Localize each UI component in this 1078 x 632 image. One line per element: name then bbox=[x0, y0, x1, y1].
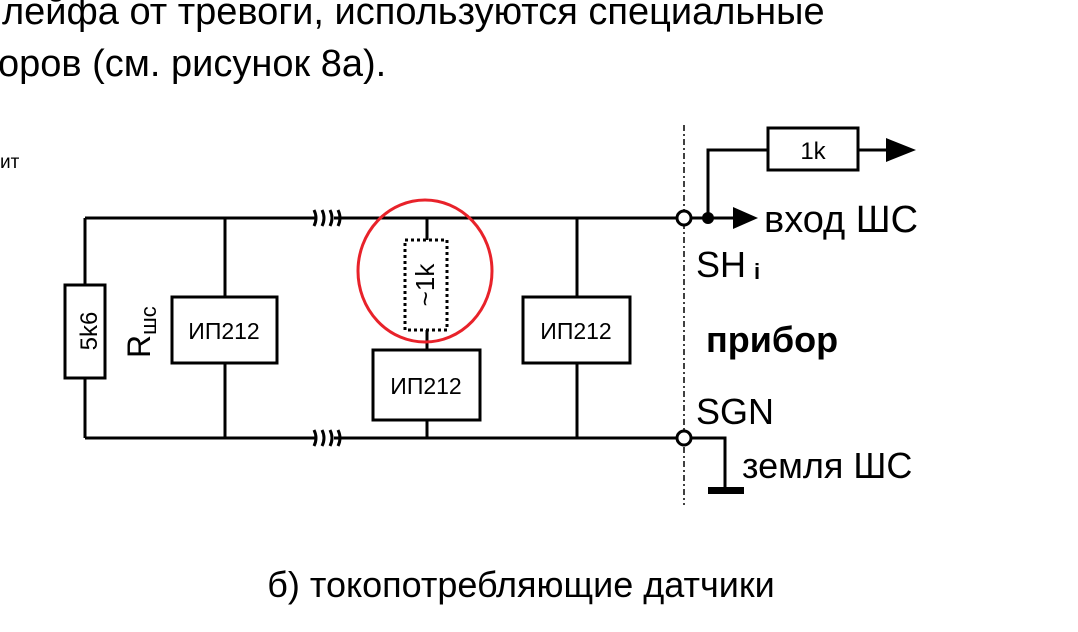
sensor-2-label: ИП212 bbox=[390, 373, 461, 399]
end-resistor: 5k6 Rшс bbox=[63, 218, 161, 438]
terminal-sgn-label: SGN bbox=[696, 391, 774, 432]
sensor-2: ~1k ИП212 bbox=[356, 198, 494, 438]
side-text-fragment: ит bbox=[0, 152, 20, 173]
arrow-icon bbox=[733, 207, 758, 229]
internal-resistor-value: ~1k bbox=[410, 263, 440, 307]
end-resistor-label: Rшс bbox=[121, 306, 161, 358]
internal-resistor bbox=[403, 238, 449, 332]
device-label: прибор bbox=[706, 319, 838, 360]
body-text-line-2: оров (см. рисунок 8а). bbox=[0, 43, 386, 85]
sensor-1: ИП212 bbox=[170, 218, 279, 438]
sensor-1-label: ИП212 bbox=[188, 318, 259, 344]
figure-caption: б) токопотребляющие датчики bbox=[267, 564, 774, 605]
terminal-sgn bbox=[675, 429, 693, 447]
sensor-3: ИП212 bbox=[521, 218, 632, 438]
end-resistor-value: 5k6 bbox=[76, 312, 103, 351]
sensor-3-label: ИП212 bbox=[540, 318, 611, 344]
body-text-line-1: лейфа от тревоги, используются специальн… bbox=[2, 0, 825, 33]
terminal-sh bbox=[675, 209, 693, 227]
input-label: вход ШС bbox=[764, 199, 918, 241]
top-rail bbox=[85, 209, 678, 227]
arrow-icon bbox=[886, 138, 916, 162]
series-resistor-value: 1k bbox=[800, 138, 826, 165]
ground-label: земля ШС bbox=[742, 445, 912, 486]
bottom-rail bbox=[85, 429, 678, 447]
highlight-circle bbox=[356, 198, 494, 344]
input-branch: 1k bbox=[691, 126, 916, 229]
ground-icon bbox=[691, 436, 744, 494]
